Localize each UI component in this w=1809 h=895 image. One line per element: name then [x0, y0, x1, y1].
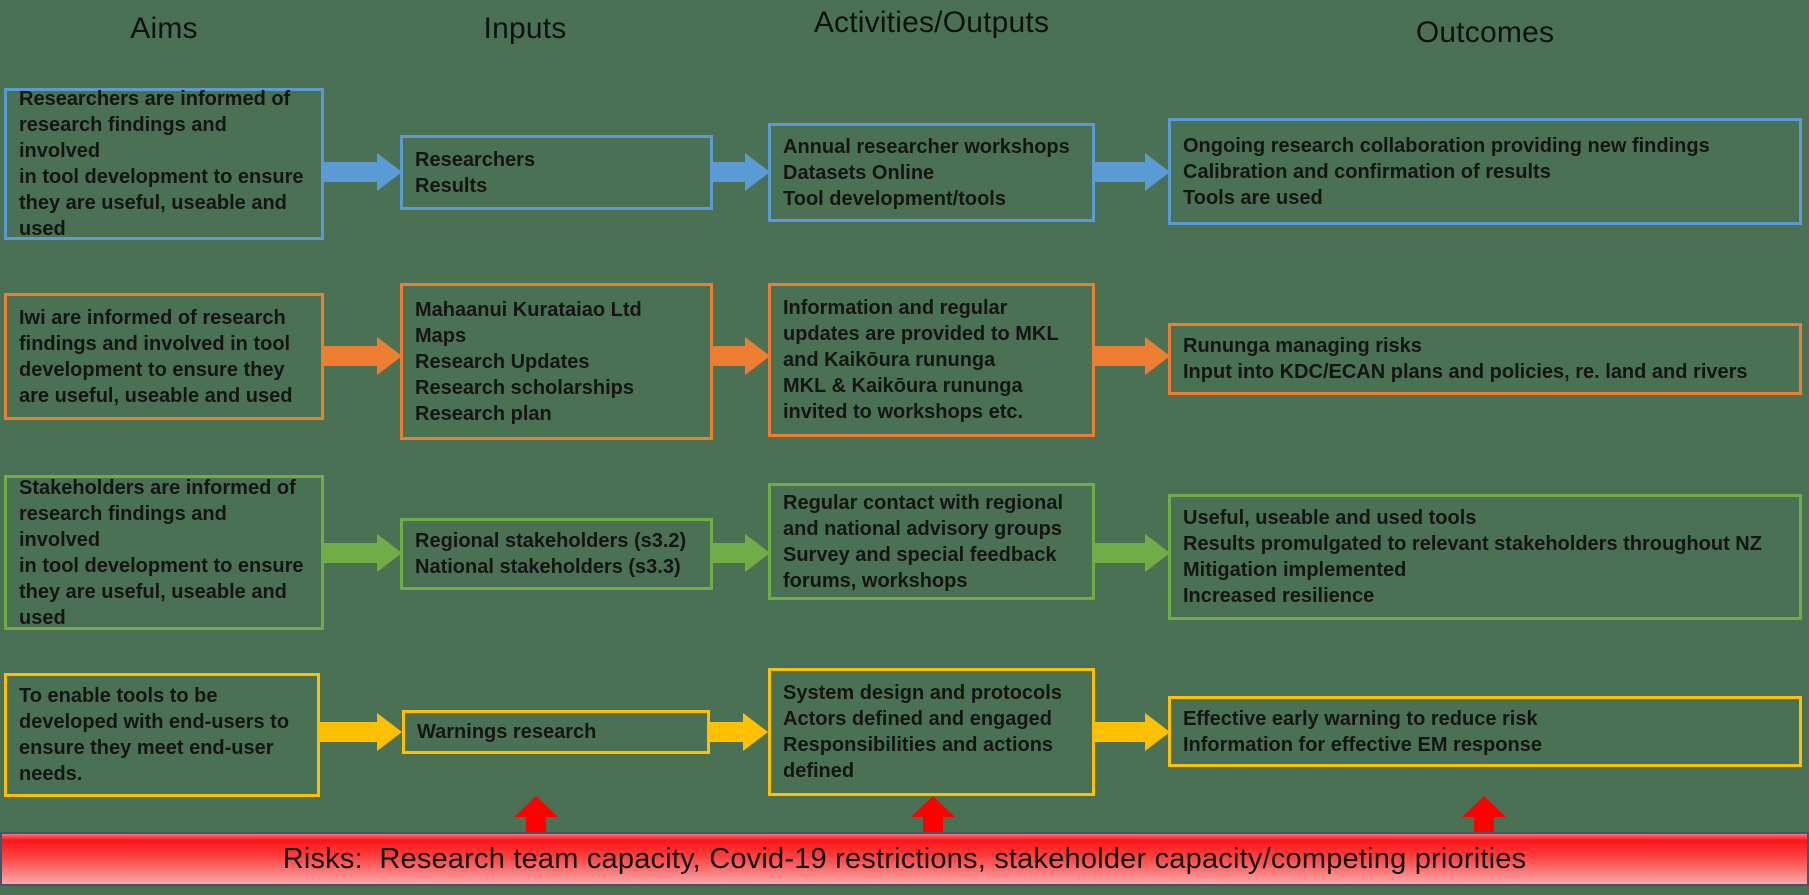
arrow-end-users-activities-to-outcomes: [1093, 713, 1170, 751]
outcomes-box-stakeholders: Useful, useable and used tools Results p…: [1168, 494, 1802, 620]
activities-text-stakeholders: Regular contact with regional and nation…: [783, 491, 1064, 592]
arrow-head: [1462, 796, 1506, 817]
arrow-head: [1145, 534, 1170, 572]
aims-box-iwi: Iwi are informed of research findings an…: [4, 293, 324, 420]
activities-box-iwi: Information and regular updates are prov…: [768, 283, 1095, 437]
arrow-stem: [923, 817, 943, 835]
arrow-head: [514, 796, 558, 817]
risks-banner-label: Risks: Research team capacity, Covid-19 …: [282, 842, 1527, 875]
inputs-text-stakeholders: Regional stakeholders (s3.2) National st…: [415, 530, 687, 578]
arrow-head: [745, 534, 770, 572]
arrow-stakeholders-activities-to-outcomes: [1093, 534, 1170, 572]
arrow-head: [1145, 153, 1170, 191]
arrow-end-users-aims-to-inputs: [320, 713, 402, 751]
inputs-text-iwi: Mahaanui Kurataiao Ltd Maps Research Upd…: [415, 298, 642, 425]
column-header-aims: Aims: [130, 12, 198, 45]
outcomes-text-stakeholders: Useful, useable and used tools Results p…: [1183, 507, 1762, 607]
risk-arrow-inputs: [514, 796, 558, 835]
risks-banner: Risks: Research team capacity, Covid-19 …: [0, 832, 1809, 886]
arrow-head: [745, 337, 770, 375]
aims-text-researchers: Researchers are informed of research fin…: [19, 88, 304, 240]
activities-text-iwi: Information and regular updates are prov…: [783, 297, 1059, 423]
aims-box-researchers: Researchers are informed of research fin…: [4, 88, 324, 240]
aims-text-stakeholders: Stakeholders are informed of research fi…: [19, 476, 304, 629]
arrow-head: [745, 153, 770, 191]
arrow-head: [743, 713, 768, 751]
inputs-box-end-users: Warnings research: [402, 710, 710, 754]
outcomes-text-end-users: Effective early warning to reduce risk I…: [1183, 707, 1542, 756]
risk-arrow-activities: [911, 796, 955, 835]
arrow-stem: [320, 722, 378, 742]
arrow-stem: [1093, 346, 1146, 366]
arrow-researchers-activities-to-outcomes: [1093, 153, 1170, 191]
arrow-stakeholders-inputs-to-activities: [711, 534, 770, 572]
arrow-stakeholders-aims-to-inputs: [322, 534, 402, 572]
aims-box-end-users: To enable tools to be developed with end…: [4, 673, 320, 797]
column-header-outcomes: Outcomes: [1415, 16, 1555, 49]
outcomes-box-iwi: Rununga managing risks Input into KDC/EC…: [1168, 323, 1802, 395]
arrow-stem: [322, 543, 378, 563]
arrow-stem: [1474, 817, 1494, 835]
activities-text-researchers: Annual researcher workshops Datasets Onl…: [783, 135, 1070, 210]
column-header-activities-outputs: Activities/Outputs: [813, 6, 1050, 39]
inputs-text-researchers: Researchers Results: [415, 148, 536, 197]
arrow-stem: [526, 817, 546, 835]
arrow-head: [377, 153, 402, 191]
column-header-inputs: Inputs: [483, 12, 567, 45]
arrow-stem: [710, 722, 744, 742]
arrow-head: [1145, 713, 1170, 751]
activities-box-stakeholders: Regular contact with regional and nation…: [768, 483, 1095, 600]
arrow-stem: [322, 346, 378, 366]
aims-box-stakeholders: Stakeholders are informed of research fi…: [4, 475, 324, 630]
arrow-head: [377, 337, 402, 375]
activities-box-researchers: Annual researcher workshops Datasets Onl…: [768, 123, 1095, 222]
inputs-text-end-users: Warnings research: [417, 721, 597, 743]
inputs-box-researchers: Researchers Results: [400, 135, 713, 210]
inputs-box-stakeholders: Regional stakeholders (s3.2) National st…: [400, 518, 713, 590]
inputs-box-iwi: Mahaanui Kurataiao Ltd Maps Research Upd…: [400, 283, 713, 440]
arrow-researchers-aims-to-inputs: [322, 153, 402, 191]
activities-text-end-users: System design and protocols Actors defin…: [783, 682, 1062, 782]
aims-text-end-users: To enable tools to be developed with end…: [19, 685, 290, 785]
arrow-stem: [711, 346, 746, 366]
arrow-researchers-inputs-to-activities: [711, 153, 770, 191]
risk-arrow-outcomes: [1462, 796, 1506, 835]
arrow-iwi-inputs-to-activities: [711, 337, 770, 375]
arrow-iwi-activities-to-outcomes: [1093, 337, 1170, 375]
arrow-iwi-aims-to-inputs: [322, 337, 402, 375]
outcomes-text-researchers: Ongoing research collaboration providing…: [1183, 134, 1710, 209]
arrow-stem: [1093, 722, 1146, 742]
outcomes-box-end-users: Effective early warning to reduce risk I…: [1168, 696, 1802, 767]
arrow-stem: [711, 543, 746, 563]
arrow-head: [1145, 337, 1170, 375]
arrow-stem: [711, 162, 746, 182]
arrow-stem: [322, 162, 378, 182]
arrow-stem: [1093, 543, 1146, 563]
activities-box-end-users: System design and protocols Actors defin…: [768, 668, 1095, 796]
outcomes-box-researchers: Ongoing research collaboration providing…: [1168, 118, 1802, 225]
arrow-head: [911, 796, 955, 817]
arrow-head: [377, 713, 402, 751]
arrow-head: [377, 534, 402, 572]
arrow-end-users-inputs-to-activities: [710, 713, 768, 751]
outcomes-text-iwi: Rununga managing risks Input into KDC/EC…: [1183, 335, 1748, 383]
aims-text-iwi: Iwi are informed of research findings an…: [19, 306, 293, 407]
arrow-stem: [1093, 162, 1146, 182]
